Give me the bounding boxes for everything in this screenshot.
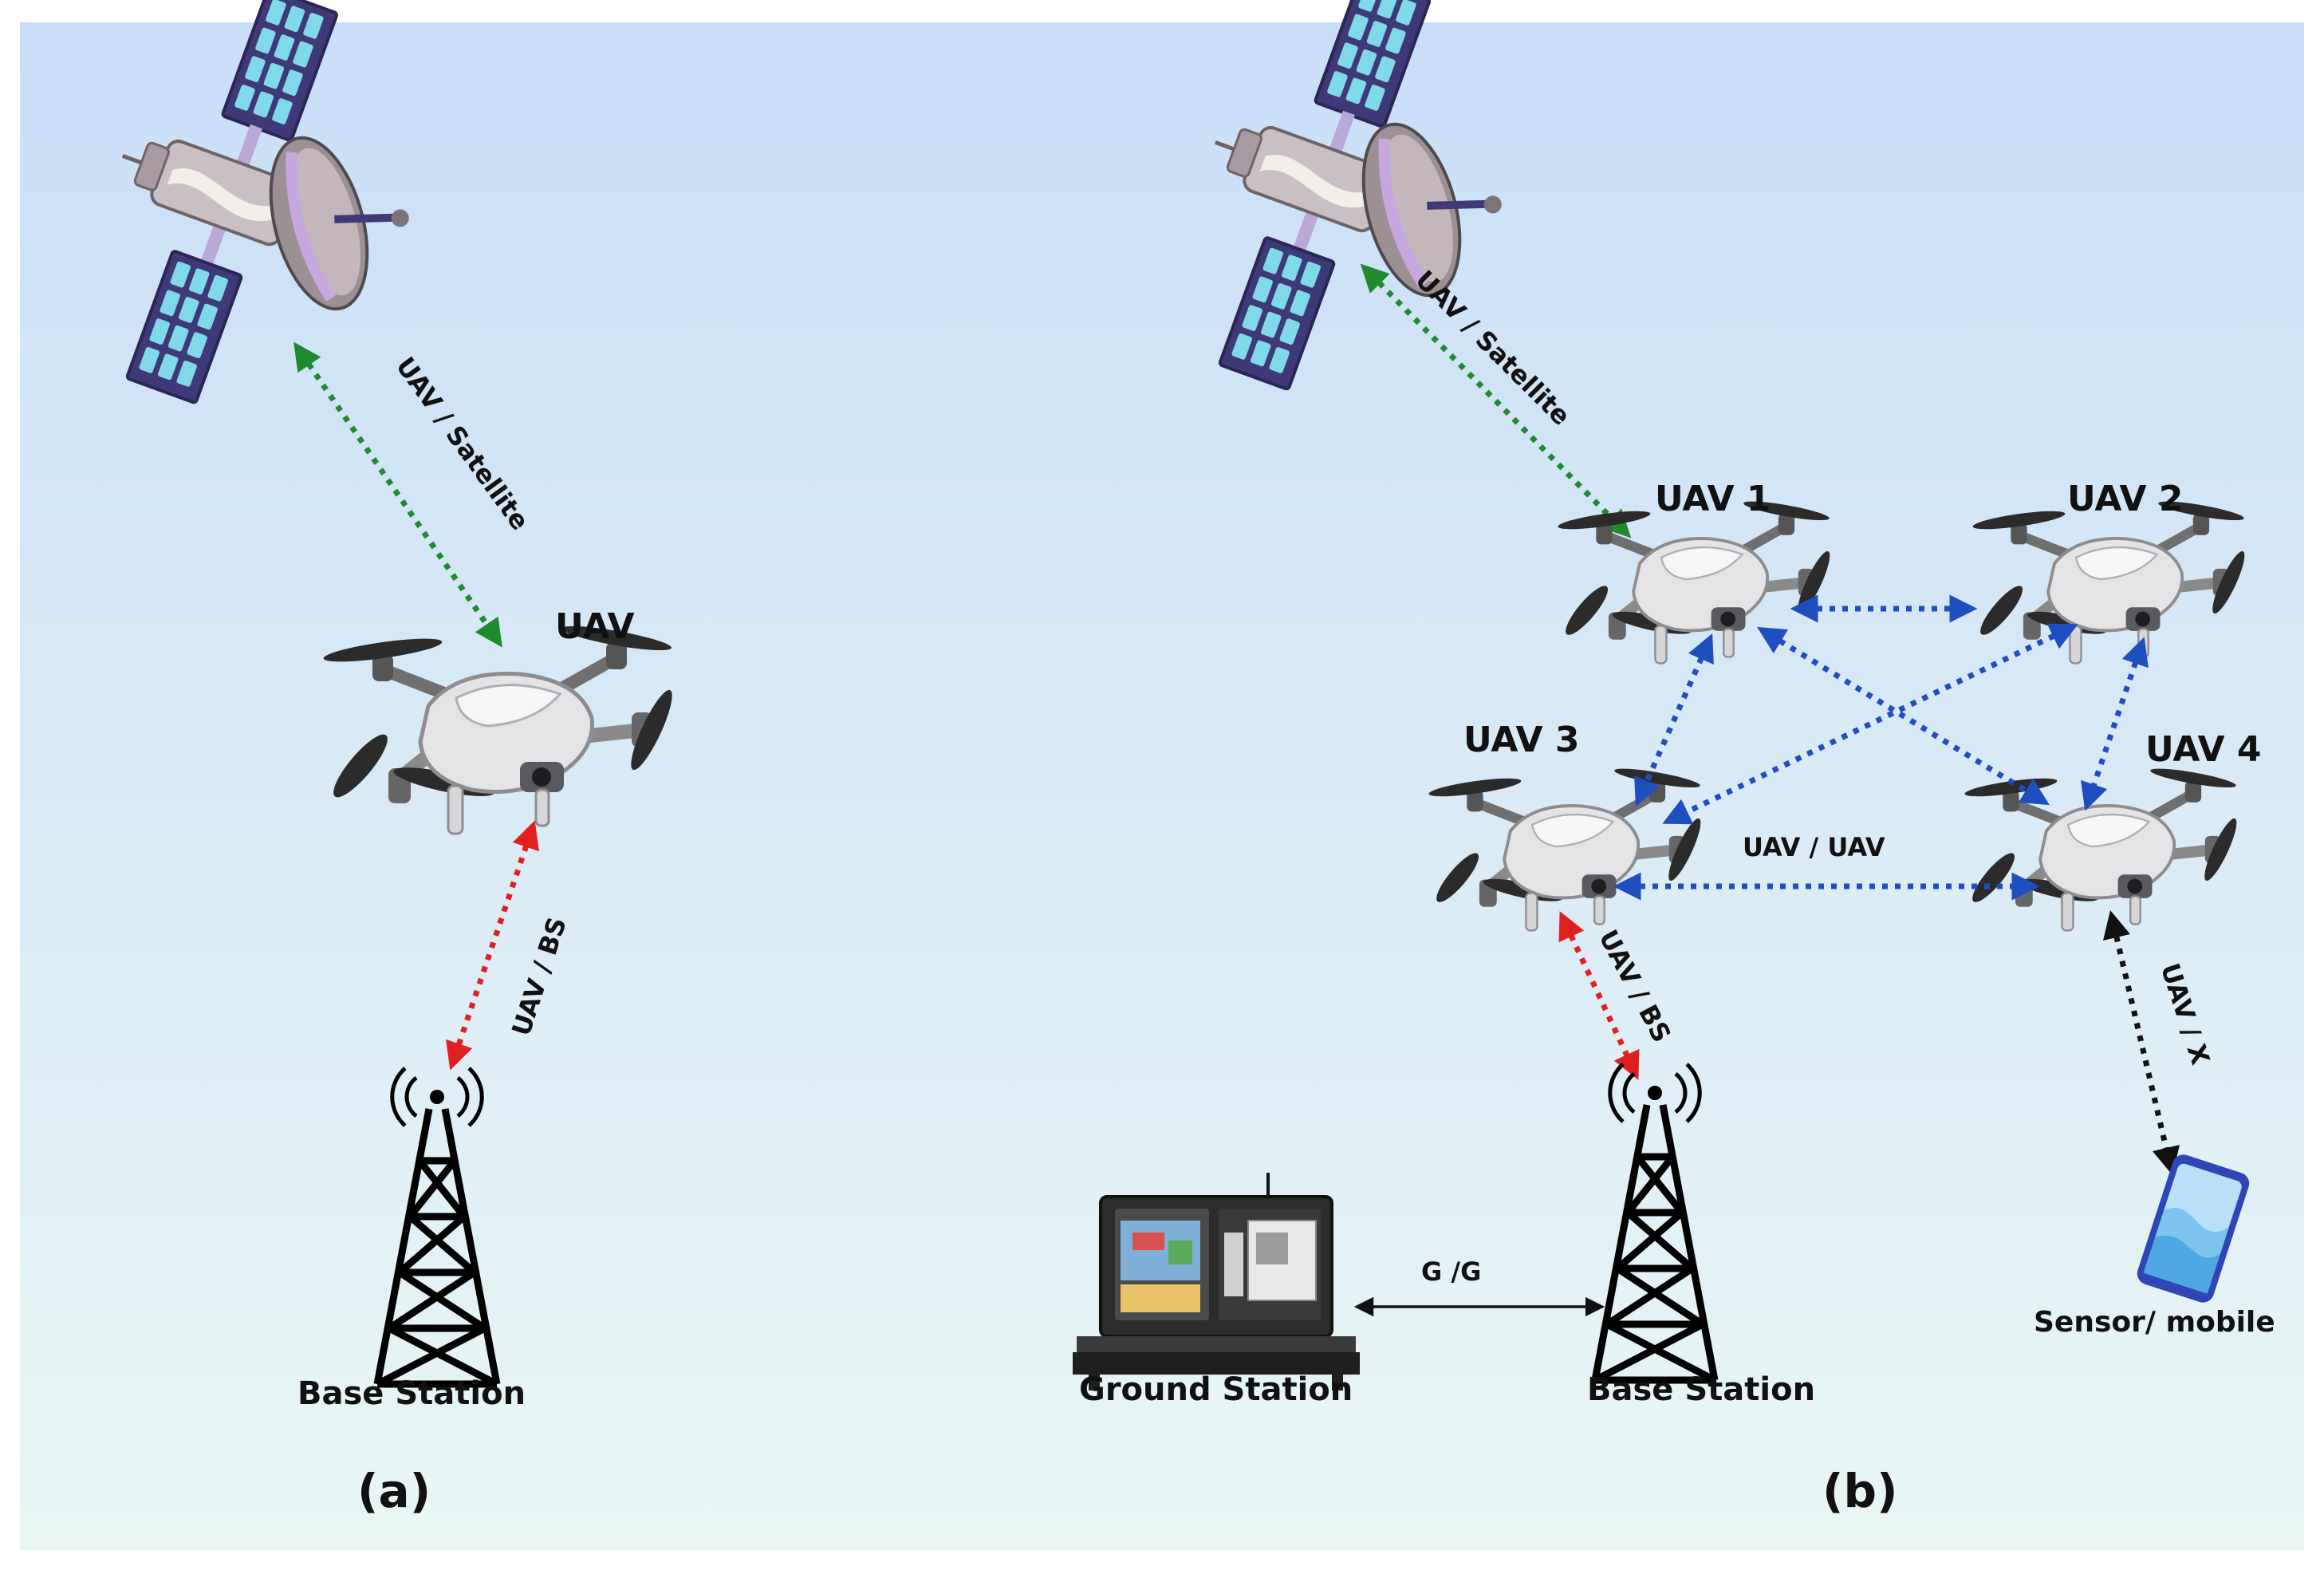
uav-label-a: UAV <box>555 606 635 647</box>
uav-uav-links <box>1613 594 2149 901</box>
uav-label-1: UAV 1 <box>1655 479 1771 519</box>
ground-station-label: Ground Station <box>1079 1371 1353 1408</box>
panel-caption-a: (a) <box>357 1464 431 1518</box>
panel-caption-b: (b) <box>1822 1464 1898 1518</box>
uav-label-2: UAV 2 <box>2067 479 2184 519</box>
link-uav-bs-b <box>1558 911 1640 1080</box>
ground-station-icon <box>1073 1173 1360 1391</box>
base-station-label-a: Base Station <box>297 1375 526 1412</box>
link-uav-x <box>2102 909 2180 1176</box>
link-uav2-uav4 <box>2081 637 2149 811</box>
link-uav-satellite-b <box>1360 263 1632 538</box>
panel-a <box>111 0 679 1384</box>
uav-label-4: UAV 4 <box>2145 729 2262 770</box>
base-station-label-b: Base Station <box>1587 1371 1816 1408</box>
sensor-mobile-label: Sensor/ mobile <box>2034 1306 2275 1339</box>
link-uav-satellite-a <box>293 341 502 648</box>
link-uav-bs-a <box>446 820 539 1071</box>
uav-label-3: UAV 3 <box>1463 720 1580 760</box>
panel-b <box>1073 0 2252 1391</box>
link-label-uav-uav: UAV / UAV <box>1743 832 1885 862</box>
link-uav2-uav3 <box>1662 623 2078 825</box>
link-label-g-g: G /G <box>1421 1256 1482 1287</box>
mobile-phone-icon <box>2137 1154 2250 1303</box>
